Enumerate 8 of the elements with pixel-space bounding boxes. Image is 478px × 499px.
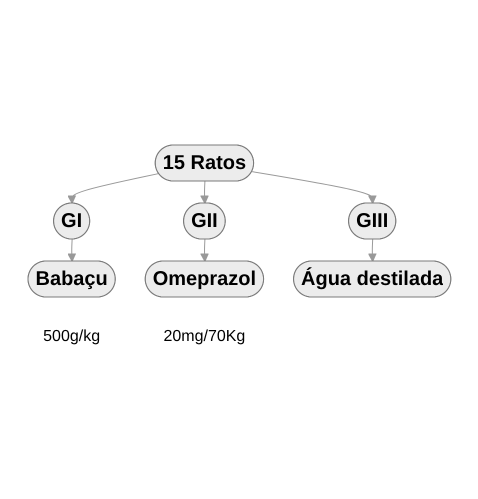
arrow — [368, 238, 376, 262]
arrow — [66, 172, 159, 204]
node-label: 20mg/70Kg — [163, 327, 245, 344]
node-label: 500g/kg — [42, 327, 100, 344]
arrow — [66, 238, 76, 262]
arrow — [200, 180, 209, 204]
arrow — [200, 238, 209, 262]
arrow — [251, 170, 376, 204]
